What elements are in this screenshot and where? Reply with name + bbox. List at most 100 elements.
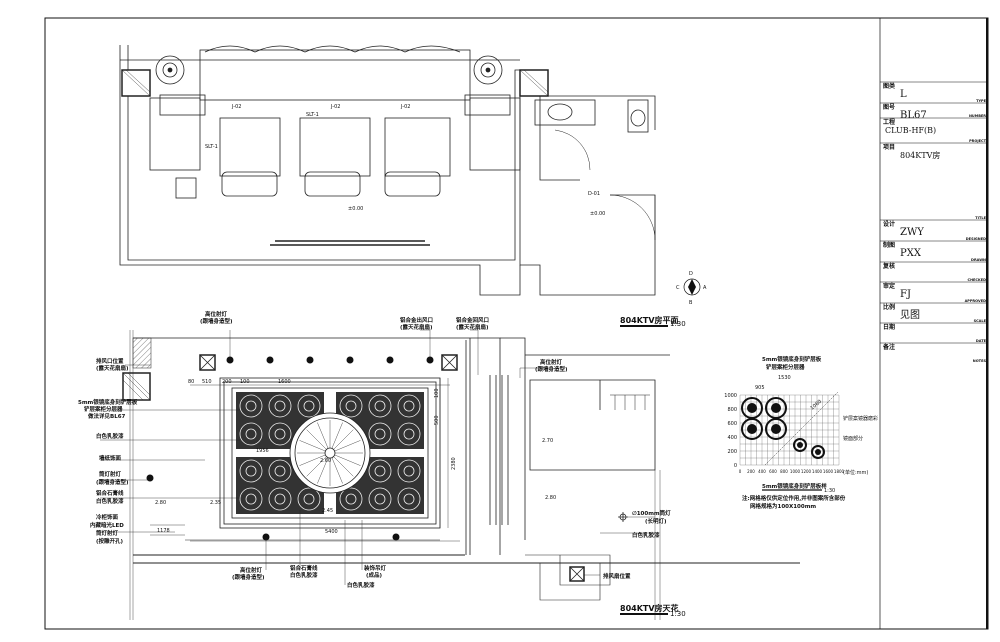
sheet-border [44, 17, 989, 630]
field-key: 比例 [883, 303, 895, 311]
x-tick-label: 400 [758, 469, 766, 474]
field-en-label: DRAWN [971, 258, 986, 262]
callout-label: 装饰吊灯 [364, 564, 387, 572]
y-tick-label: 0 [734, 463, 737, 469]
callout-label: 排风口位置 [96, 357, 124, 365]
field-key: 图类 [883, 82, 896, 90]
chandelier-arm [299, 454, 326, 466]
ornament-scroll-inner [245, 493, 257, 505]
detail-note: 网格规格为100X100mm [750, 502, 816, 510]
ceiling-bottom-labels: 高位射灯 (跟墙身造型) 铝合石膏线 白色乳胶漆 白色乳胶漆 装饰吊灯 (成品)… [232, 509, 671, 589]
dimension-label: 510 [202, 379, 212, 385]
tag-label: J-02 [330, 104, 340, 110]
pattern-motif [765, 418, 787, 440]
field-key: 项目 [883, 143, 895, 151]
level-label: 2.45 [322, 508, 333, 514]
detail-label: 镜面部分 [843, 435, 863, 442]
ornament-scroll [397, 487, 421, 511]
diagonal-guide [764, 391, 839, 466]
ornament-scroll [368, 459, 392, 483]
x-tick-label: 1600 [823, 469, 834, 474]
compass-w: C [676, 285, 680, 291]
detail-scale: 1:30 [824, 488, 835, 494]
callout-label: 白色乳胶漆 [290, 571, 318, 579]
callout-label: 筒灯射灯 [96, 529, 119, 537]
ornament-scroll-inner [374, 400, 386, 412]
field-value: PXX [900, 248, 922, 259]
ornament-scroll [397, 422, 421, 446]
callout-label: 内藏暗光LED [90, 521, 124, 529]
level-label: 2.80 [545, 495, 556, 501]
callout-label: 高位射灯 [205, 310, 228, 318]
ornament-scroll [268, 394, 292, 418]
detail-note: 注:网格格仅供定位作用,并非图案所含部份 [742, 494, 846, 502]
field-key: 制图 [883, 241, 895, 249]
callout-label: (跟墙身造型) [200, 317, 233, 325]
field-key: 审定 [883, 282, 895, 290]
ornament-scroll-inner [274, 400, 286, 412]
ceiling-scale: 1:30 [670, 610, 686, 618]
chandelier-arm [317, 422, 329, 449]
callout-label: 高位射灯 [240, 566, 263, 574]
y-tick-label: 400 [727, 435, 737, 441]
y-tick-label: 200 [727, 449, 737, 455]
callout-label: (按雕开孔) [96, 537, 124, 545]
ornament-scroll [268, 459, 292, 483]
field-value: FJ [900, 289, 911, 300]
callout-label: (长明灯) [645, 517, 667, 525]
dimension-label: 100 [434, 388, 440, 398]
field-value: CLUB-HF(B) [885, 126, 936, 135]
compass-e: A [703, 285, 707, 291]
ornament-scroll [368, 394, 392, 418]
field-value: 804KTV房 [900, 150, 940, 160]
field-value: ZWY [900, 227, 924, 238]
plan-title-text: 804KTV房平面 [620, 315, 679, 325]
field-key: 备注 [882, 343, 895, 351]
callout-label: ∅100mm筒灯 [632, 509, 671, 517]
y-tick-label: 600 [727, 421, 737, 427]
ceiling-left-labels: 排风口位置 (露天花扇扇) 5mm银镜底身刻铲层板 铲层案柜分层器 做法详见BL… [78, 357, 138, 545]
callout-label: 高位射灯 [540, 358, 563, 366]
tag-label: SLT-1 [205, 144, 218, 150]
callout-label: (跟墙身造型) [535, 365, 568, 373]
detail-label: 铲层案镜器磨彩 [843, 415, 878, 422]
field-value: 见图 [900, 309, 920, 321]
ornament-scroll-inner [274, 493, 286, 505]
field-en-label: TYPE [976, 99, 986, 103]
ornament-scroll-inner [374, 493, 386, 505]
dimension-label: 2380 [451, 457, 457, 470]
callout-label: 冷柜饰面 [96, 513, 119, 521]
ornament-scroll [397, 459, 421, 483]
ornament-scroll-inner [274, 465, 286, 477]
ceiling-dimensions: 80 510 200 100 1600 1956 5400 1178 500 2… [155, 379, 556, 535]
ornament-scroll-inner [374, 465, 386, 477]
tag-label: J-02 [400, 104, 410, 110]
chandelier-arm [333, 456, 354, 477]
x-tick-label: 1800 [834, 469, 845, 474]
pattern-motif-center [797, 442, 803, 448]
detail-label: 5mm银镜底身刻铲层板 [762, 355, 822, 363]
ceiling-plan [100, 329, 800, 620]
field-en-label: TITLE [975, 216, 986, 220]
ornament-scroll [297, 394, 321, 418]
floor-plan [119, 45, 656, 296]
pattern-motif-center [747, 424, 757, 434]
pattern-motif-center [771, 403, 781, 413]
chandelier-arm [299, 440, 326, 452]
field-key: 图号 [883, 103, 895, 111]
callout-label: 白色乳胶漆 [96, 497, 124, 505]
detail-label: 铲层案柜分层器 [766, 363, 805, 371]
callout-label: (成品) [366, 571, 383, 579]
plan-tags: J-02 J-02 J-02 SLT-1 SLT-1 D-01 ±0.00 ±0… [205, 104, 605, 217]
ornament-scroll [268, 487, 292, 511]
ornament-scroll-inner [403, 465, 415, 477]
field-en-label: DATE [976, 339, 987, 343]
chandelier-arm [333, 429, 354, 450]
level-label: ±0.00 [348, 206, 363, 212]
